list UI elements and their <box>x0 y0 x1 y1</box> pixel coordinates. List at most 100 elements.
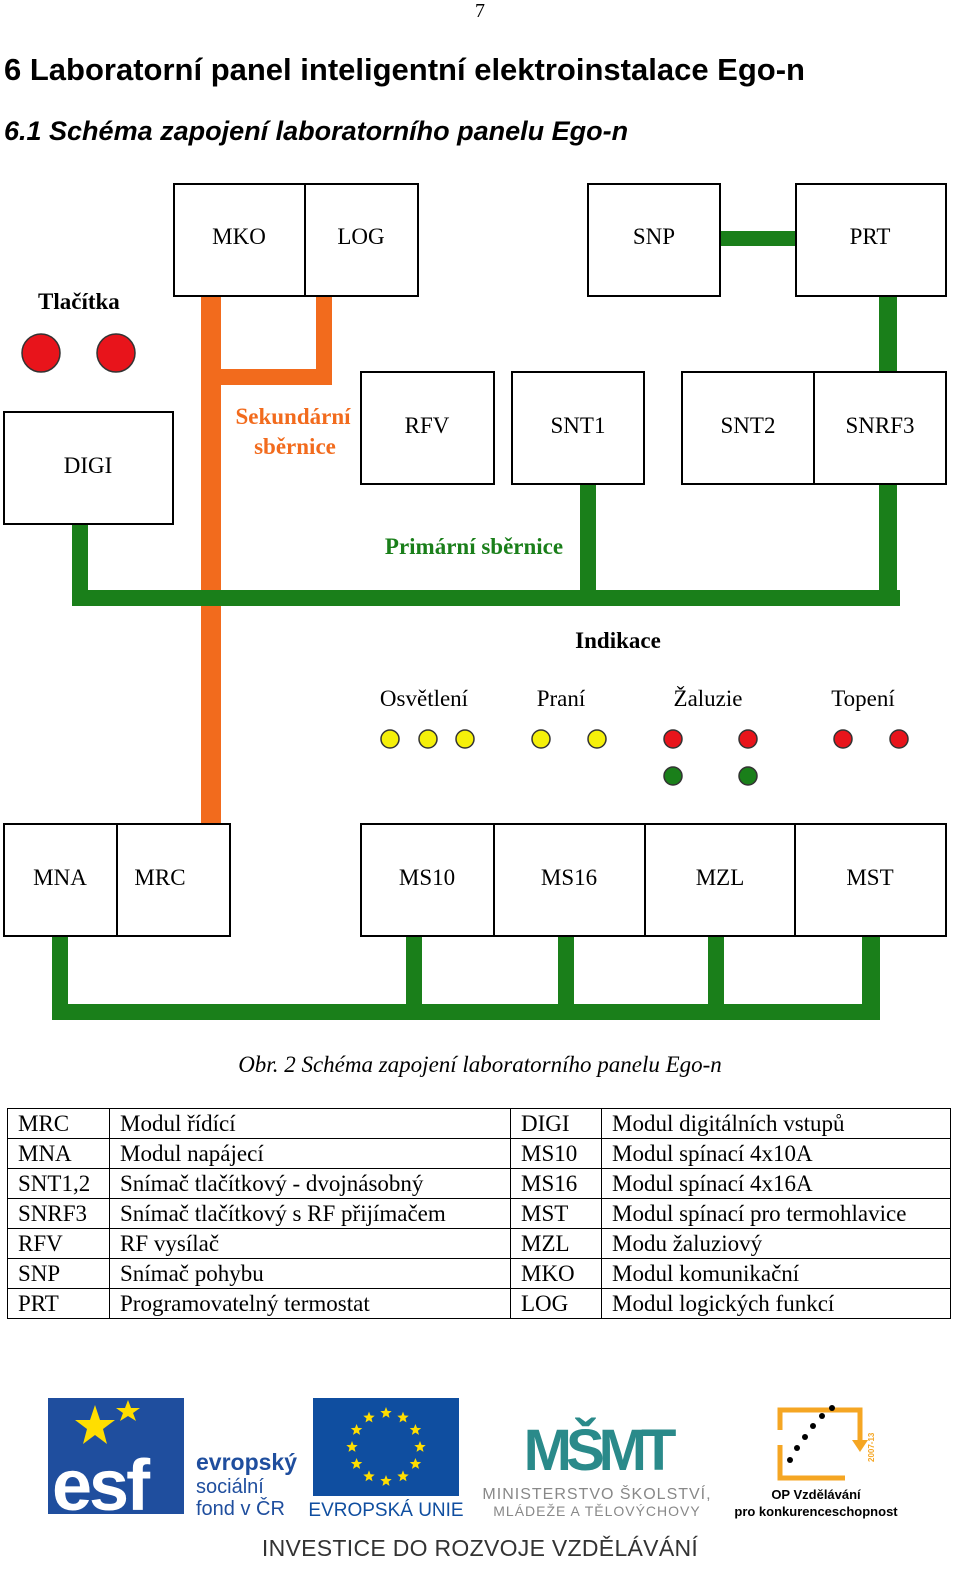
abbr-left: MNA <box>7 1138 110 1169</box>
op-line-1: OP Vzdělávání <box>771 1487 861 1502</box>
op-line-2: pro konkurenceschopnost <box>734 1504 898 1519</box>
funding-logos: esf evropský sociální fond v ČR EVROPSKÁ… <box>48 1398 898 1526</box>
tlacitka-label: Tlačítka <box>38 289 120 314</box>
msmt-mark: MŠMT <box>524 1418 676 1483</box>
led-osvetleni-2 <box>418 729 438 749</box>
desc-right: Modul spínací 4x16A <box>601 1168 951 1199</box>
msmt-line-2: MLÁDEŽE A TĚLOVÝCHOVY <box>493 1503 700 1519</box>
module-digi <box>3 411 174 525</box>
label-mna: MNA <box>33 865 87 890</box>
desc-left: Snímač tlačítkový s RF přijímačem <box>109 1198 511 1229</box>
led-zaluzie-green-2 <box>738 766 758 786</box>
led-zaluzie-red-2 <box>738 729 758 749</box>
module-snp <box>587 183 721 297</box>
module-mrc <box>116 823 231 937</box>
op-year: 2007-13 <box>867 1432 876 1462</box>
desc-right: Modul komunikační <box>601 1258 951 1289</box>
osvetleni-label: Osvětlení <box>380 686 469 711</box>
module-mst <box>794 823 947 937</box>
module-mzl <box>644 823 796 937</box>
label-snrf3: SNRF3 <box>845 413 914 438</box>
esf-line-2: sociální <box>196 1476 264 1498</box>
desc-right: Modul digitálních vstupů <box>601 1108 951 1139</box>
label-snt2: SNT2 <box>721 413 776 438</box>
module-mko <box>173 183 306 297</box>
led-zaluzie-green-1 <box>663 766 683 786</box>
abbr-left: SNT1,2 <box>7 1168 110 1199</box>
secondary-bus-label-2: sběrnice <box>254 434 336 459</box>
label-mrc: MRC <box>134 865 185 890</box>
eu-star <box>346 1441 358 1452</box>
eu-star <box>380 1407 392 1418</box>
chapter-heading: 6 Laboratorní panel inteligentní elektro… <box>4 52 805 87</box>
label-mzl: MZL <box>696 865 745 890</box>
led-topeni-2 <box>889 729 909 749</box>
abbr-left: MRC <box>7 1108 110 1139</box>
desc-right: Modu žaluziový <box>601 1228 951 1259</box>
eu-star <box>409 1424 422 1435</box>
eu-star <box>350 1424 363 1435</box>
eu-star <box>363 1411 375 1423</box>
desc-right: Modul logických funkcí <box>601 1288 951 1319</box>
abbr-left: SNRF3 <box>7 1198 110 1229</box>
secondary-bus-label-1: Sekundární <box>235 404 351 429</box>
esf-big-text: esf <box>52 1446 151 1526</box>
page-number: 7 <box>475 0 485 22</box>
abbr-left: RFV <box>7 1228 110 1259</box>
label-mst: MST <box>846 865 893 890</box>
led-prani-1 <box>531 729 551 749</box>
label-prt: PRT <box>850 224 891 249</box>
led-zaluzie-red-1 <box>663 729 683 749</box>
label-snp: SNP <box>633 224 675 249</box>
prani-label: Praní <box>537 686 586 711</box>
eu-star <box>414 1441 426 1452</box>
abbr-right: MS16 <box>510 1168 602 1199</box>
primary-bus-label: Primární sběrnice <box>385 534 563 559</box>
module-boxes <box>3 183 947 937</box>
label-ms16: MS16 <box>541 865 597 890</box>
footer-slogan: INVESTICE DO ROZVOJE VZDĚLÁVÁNÍ <box>261 1535 699 1561</box>
push-button-1 <box>21 333 61 373</box>
module-ms16 <box>493 823 646 937</box>
eu-star <box>380 1475 392 1486</box>
esf-line-3: fond v ČR <box>196 1497 285 1520</box>
figure-caption: Obr. 2 Schéma zapojení laboratorního pan… <box>238 1052 722 1077</box>
desc-left: Snímač tlačítkový - dvojnásobný <box>109 1168 511 1199</box>
label-mko: MKO <box>212 224 266 249</box>
eu-logo: EVROPSKÁ UNIE <box>308 1398 464 1521</box>
led-topeni-1 <box>833 729 853 749</box>
topeni-label: Topení <box>831 686 895 711</box>
desc-left: Programovatelný termostat <box>109 1288 511 1319</box>
label-rfv: RFV <box>405 413 450 438</box>
push-button-2 <box>96 333 136 373</box>
desc-left: Snímač pohybu <box>109 1258 511 1289</box>
label-log: LOG <box>337 224 384 249</box>
label-snt1: SNT1 <box>551 413 606 438</box>
desc-left: RF vysílač <box>109 1228 511 1259</box>
module-prt <box>795 183 947 297</box>
wiring-diagram: MKO LOG SNP PRT DIGI RFV SNT1 SNT2 SNRF3… <box>3 183 947 1020</box>
eu-star <box>397 1470 409 1482</box>
abbr-right: MS10 <box>510 1138 602 1169</box>
desc-right: Modul spínací 4x10A <box>601 1138 951 1169</box>
abbr-right: MST <box>510 1198 602 1229</box>
abbr-right: MZL <box>510 1228 602 1259</box>
esf-logo: esf evropský sociální fond v ČR <box>48 1398 297 1526</box>
desc-left: Modul řídící <box>109 1108 511 1139</box>
msmt-logo: MŠMT MINISTERSTVO ŠKOLSTVÍ, MLÁDEŽE A TĚ… <box>482 1418 710 1519</box>
module-rfv <box>360 371 495 485</box>
section-heading: 6.1 Schéma zapojení laboratorního panelu… <box>4 116 629 146</box>
primary-bus <box>52 231 900 1020</box>
abbr-right: LOG <box>510 1288 602 1319</box>
led-prani-2 <box>587 729 607 749</box>
eu-star <box>409 1458 422 1469</box>
esf-line-1: evropský <box>196 1449 297 1475</box>
